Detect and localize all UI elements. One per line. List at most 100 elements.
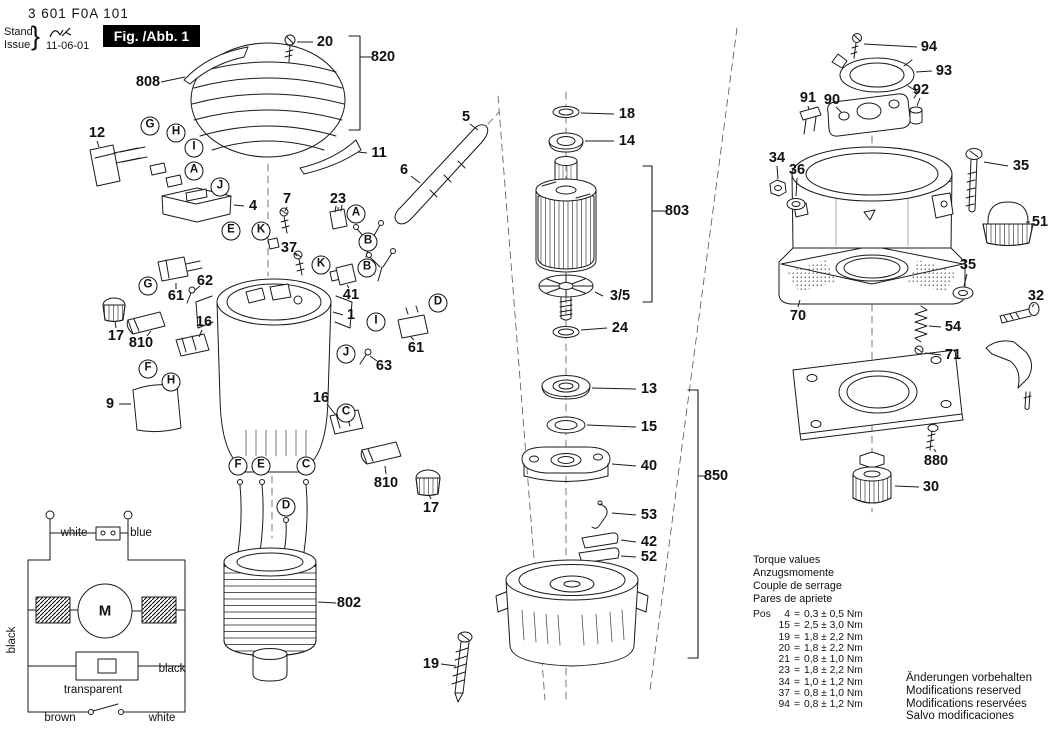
wire-label-black: black bbox=[6, 626, 18, 654]
leader-line-16 bbox=[198, 329, 203, 338]
torque-title: Couple de serrage bbox=[753, 580, 842, 592]
bearing-flange-drawing bbox=[521, 446, 611, 482]
callout-91: 91 bbox=[799, 90, 817, 106]
leader-line-92 bbox=[916, 97, 921, 107]
wire-label-white: white bbox=[148, 712, 176, 724]
torque-title: Pares de apriete bbox=[753, 593, 833, 605]
callout-850: 850 bbox=[703, 468, 729, 484]
wire-label-black: black bbox=[158, 663, 186, 675]
torque-row-20: 20=1,8 ± 2,2 Nm bbox=[778, 642, 863, 654]
leader-line-810 bbox=[384, 465, 387, 475]
callout-52: 52 bbox=[640, 549, 658, 565]
callout-17: 17 bbox=[422, 500, 440, 516]
leader-line-91 bbox=[807, 105, 810, 111]
leader-line-13 bbox=[591, 387, 637, 390]
callout-36: 36 bbox=[788, 162, 806, 178]
wire-label-white: white bbox=[60, 527, 88, 539]
callout-12: 12 bbox=[88, 125, 106, 141]
callout-9: 9 bbox=[105, 396, 115, 412]
connector-letter-E: E bbox=[221, 221, 241, 241]
leader-line-41 bbox=[346, 284, 350, 289]
footer-note: Modifications reserved bbox=[906, 684, 1022, 697]
leader-line-61 bbox=[410, 336, 415, 341]
figure-label: Fig. /Abb. 1 bbox=[103, 25, 200, 47]
footer-note: Modifications reservées bbox=[906, 697, 1027, 710]
callout-810: 810 bbox=[373, 475, 399, 491]
leader-line-34 bbox=[776, 165, 779, 180]
callout-15: 15 bbox=[640, 419, 658, 435]
leader-line-35 bbox=[983, 161, 1009, 167]
callout-42: 42 bbox=[640, 534, 658, 550]
callout-35: 35 bbox=[959, 257, 977, 273]
callout-16: 16 bbox=[195, 314, 213, 330]
cover-segments-drawing bbox=[183, 46, 362, 175]
callout-820: 820 bbox=[370, 49, 396, 65]
stand-label: Stand bbox=[4, 26, 33, 38]
callout-54: 54 bbox=[944, 319, 962, 335]
callout-20: 20 bbox=[316, 34, 334, 50]
motor-cap-drawing bbox=[190, 34, 346, 158]
wire-label-brown: brown bbox=[44, 712, 76, 724]
connector-letter-J: J bbox=[210, 177, 230, 197]
connector-letter-F: F bbox=[228, 456, 248, 476]
callout-1: 1 bbox=[346, 307, 356, 323]
issue-date: 11-06-01 bbox=[46, 40, 90, 52]
callout-63: 63 bbox=[375, 358, 393, 374]
callout-71: 71 bbox=[944, 347, 962, 363]
base-plate-drawing bbox=[792, 286, 1040, 451]
bearings-and-rings-drawing bbox=[541, 326, 591, 434]
leader-line-1 bbox=[332, 311, 344, 316]
leader-line-4 bbox=[233, 204, 245, 207]
connector-letter-D: D bbox=[428, 293, 448, 313]
connector-letter-I: I bbox=[366, 312, 386, 332]
coil-and-brush-wires-drawing bbox=[223, 479, 317, 682]
leader-line-11 bbox=[357, 151, 368, 154]
callout-34: 34 bbox=[768, 150, 786, 166]
leader-line-90 bbox=[835, 106, 842, 113]
callout-808: 808 bbox=[135, 74, 161, 90]
callout-23: 23 bbox=[329, 191, 347, 207]
connector-letter-K: K bbox=[311, 255, 331, 275]
leader-line-30 bbox=[894, 485, 920, 488]
connector-letter-C: C bbox=[336, 403, 356, 423]
callout-37: 37 bbox=[280, 240, 298, 256]
leader-line-32 bbox=[1031, 303, 1035, 308]
leader-line-802 bbox=[317, 601, 337, 604]
callout-4: 4 bbox=[248, 198, 258, 214]
part-number: 3 601 F0A 101 bbox=[28, 6, 129, 21]
connector-letter-D: D bbox=[276, 497, 296, 517]
callout-32: 32 bbox=[1027, 288, 1045, 304]
connector-letter-J: J bbox=[336, 344, 356, 364]
lower-housing-drawing bbox=[495, 559, 649, 667]
connector-letter-A: A bbox=[184, 161, 204, 181]
leader-line-17 bbox=[114, 320, 117, 329]
connector-letter-G: G bbox=[140, 116, 160, 136]
torque-row-94: 94=0,8 ± 1,2 Nm bbox=[778, 699, 863, 711]
wire-label-transparent: transparent bbox=[63, 684, 123, 696]
connector-letter-G: G bbox=[138, 276, 158, 296]
callout-803: 803 bbox=[664, 203, 690, 219]
footer-note: Salvo modificaciones bbox=[906, 710, 1015, 723]
torque-title: Anzugsmomente bbox=[753, 567, 835, 579]
callout-70: 70 bbox=[789, 308, 807, 324]
callout-3/5: 3/5 bbox=[609, 288, 631, 304]
issue-stamp-icon bbox=[49, 27, 72, 38]
leader-line-810 bbox=[146, 330, 152, 337]
wiring-diagram-drawing bbox=[27, 510, 186, 715]
callout-94: 94 bbox=[920, 39, 938, 55]
connector-letter-H: H bbox=[161, 372, 181, 392]
connector-letter-K: K bbox=[251, 221, 271, 241]
small-accessory-parts bbox=[102, 297, 441, 496]
torque-row-34: 34=1,0 ± 1,2 Nm bbox=[778, 676, 863, 688]
leader-line-37 bbox=[293, 252, 298, 257]
callout-40: 40 bbox=[640, 458, 658, 474]
callout-41: 41 bbox=[342, 287, 360, 303]
leader-line-52 bbox=[620, 555, 637, 558]
